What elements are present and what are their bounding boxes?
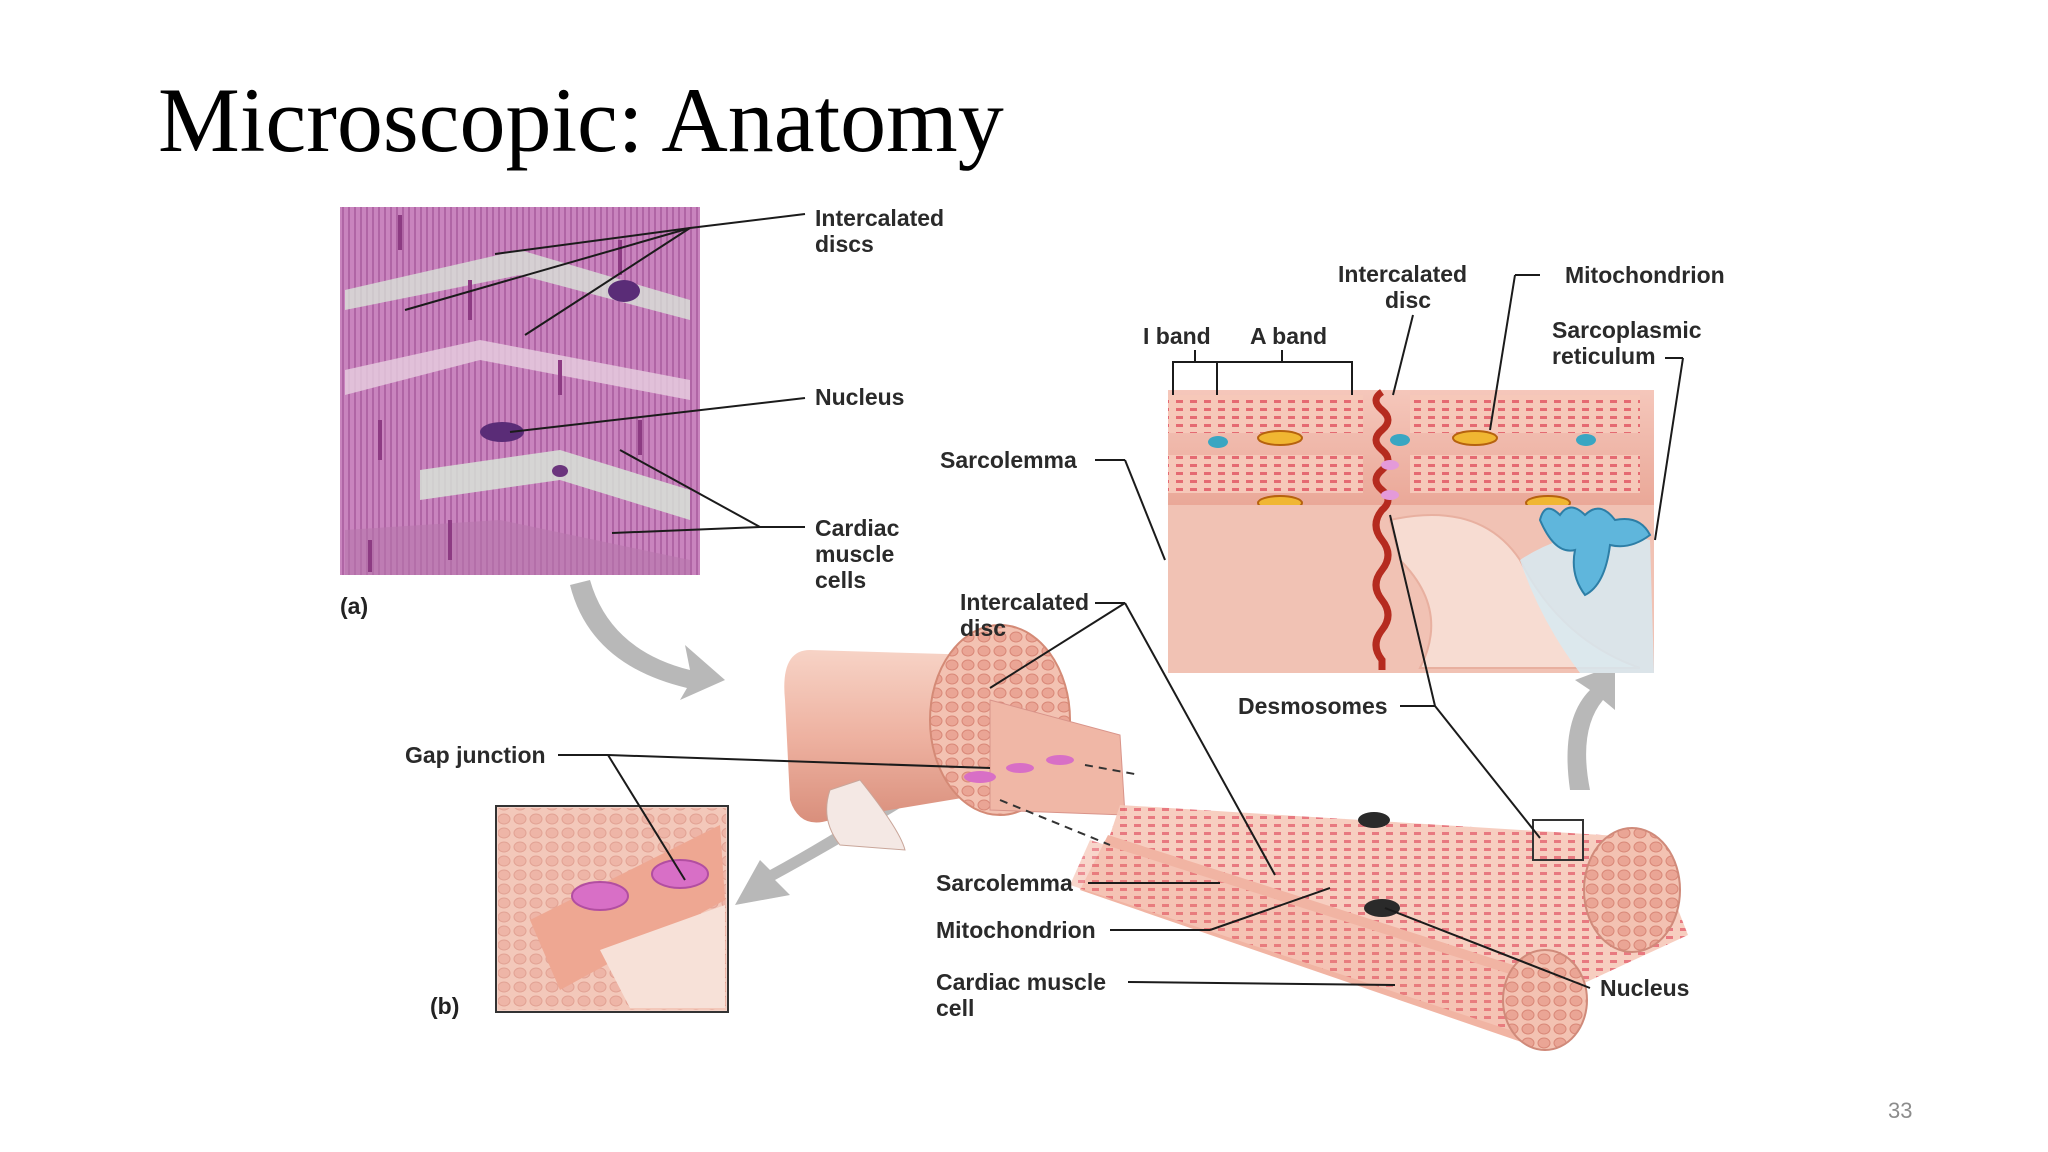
- label-intercalated-disc-mid-line-1: Intercalated: [960, 589, 1089, 615]
- label-cardiac-muscle-cells-line-2: muscle: [815, 541, 894, 567]
- label-mitochondrion-top: Mitochondrion: [1565, 262, 1725, 288]
- page-number: 33: [1888, 1098, 1913, 1123]
- panel-b-labels: Gap junction Intercalated disc Sarcolemm…: [405, 261, 1725, 1021]
- label-intercalated-disc-top-line-1: Intercalated: [1338, 261, 1467, 287]
- label-intercalated-disc-mid-line-2: disc: [960, 615, 1006, 641]
- label-cardiac-muscle-cells-line-1: Cardiac: [815, 515, 900, 541]
- sarcomere-block-illustration: [1168, 389, 1654, 673]
- gap-junction-inset: (b): [430, 805, 729, 1019]
- label-sarcoplasmic-reticulum-line-2: reticulum: [1552, 343, 1656, 369]
- label-desmosomes: Desmosomes: [1238, 693, 1388, 719]
- label-i-band: I band: [1143, 323, 1211, 349]
- label-sarcolemma-top: Sarcolemma: [940, 447, 1077, 473]
- fiber-bundle-illustration: [784, 624, 1126, 851]
- label-intercalated-discs-line-1: Intercalated: [815, 205, 944, 231]
- label-sarcoplasmic-reticulum-line-1: Sarcoplasmic: [1552, 317, 1702, 343]
- label-mitochondrion-bottom: Mitochondrion: [936, 917, 1096, 943]
- label-cardiac-muscle-cell-line-2: cell: [936, 995, 974, 1021]
- panel-a-leader-lines: [404, 213, 806, 534]
- label-sarcolemma-bottom: Sarcolemma: [936, 870, 1073, 896]
- label-nucleus-b: Nucleus: [1600, 975, 1689, 1001]
- light-micrograph: [340, 207, 700, 575]
- panel-b-label: (b): [430, 993, 459, 1019]
- panel-b-leader-lines: [558, 274, 1684, 989]
- label-nucleus-a: Nucleus: [815, 384, 904, 410]
- label-a-band: A band: [1250, 323, 1327, 349]
- slide-title: Microscopic: Anatomy: [158, 69, 1004, 171]
- panel-a-labels: Intercalated discs Nucleus Cardiac muscl…: [340, 205, 944, 619]
- label-cardiac-muscle-cells-line-3: cells: [815, 567, 866, 593]
- label-cardiac-muscle-cell-line-1: Cardiac muscle: [936, 969, 1106, 995]
- cardiac-muscle-cells-illustration: [999, 764, 1688, 1051]
- label-gap-junction: Gap junction: [405, 742, 546, 768]
- label-intercalated-discs-line-2: discs: [815, 231, 874, 257]
- label-intercalated-disc-top-line-2: disc: [1385, 287, 1431, 313]
- panel-a-label: (a): [340, 593, 368, 619]
